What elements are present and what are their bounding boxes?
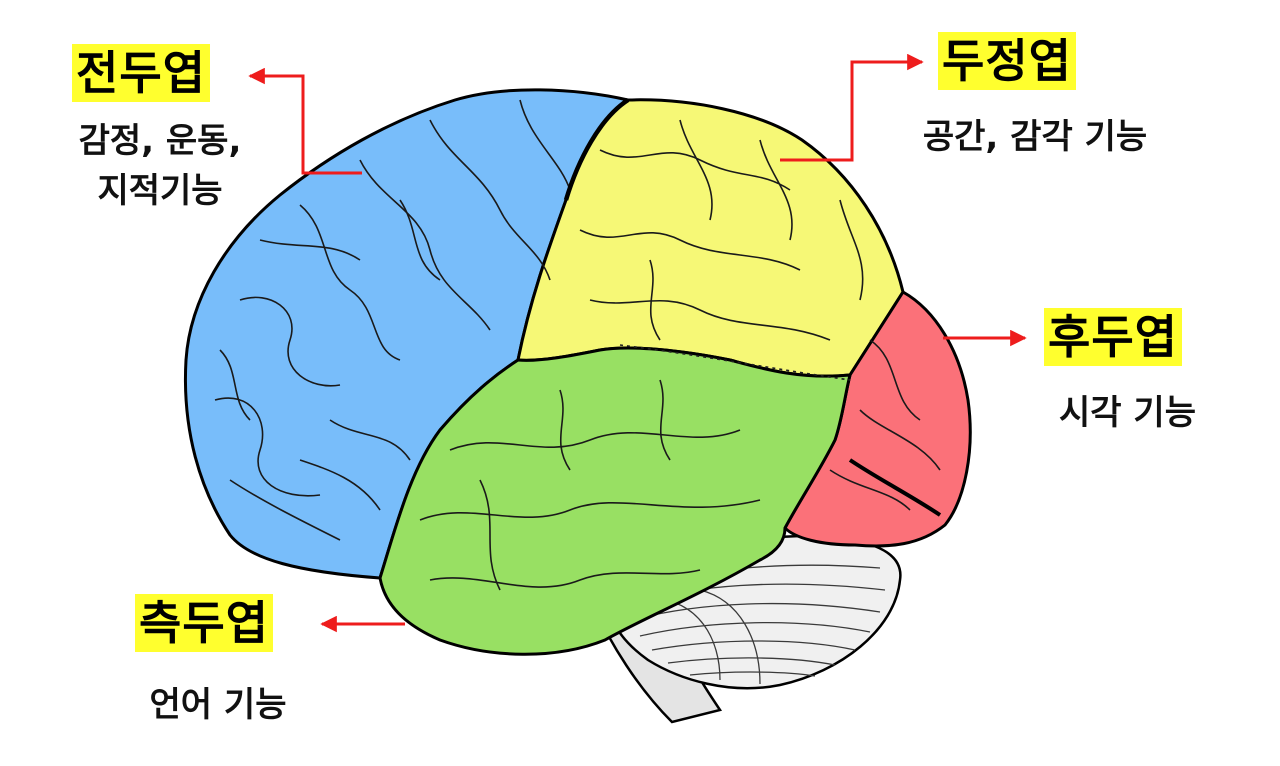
temporal-lobe	[378, 346, 852, 656]
frontal-desc-line2: 지적기능	[97, 171, 223, 211]
temporal-lobe-label: 측두엽	[135, 594, 273, 652]
lateral-sulcus-dotted	[619, 344, 851, 381]
parietal-lobe-description: 공간, 감각 기능	[922, 117, 1148, 157]
frontal-lobe-description: 감정, 운동, 지적기능	[50, 116, 270, 216]
occipital-lobe-label: 후두엽	[1044, 308, 1182, 366]
frontal-gyri	[214, 99, 571, 541]
parietal-lobe-label: 두정엽	[938, 32, 1076, 90]
frontal-lobe-label: 전두엽	[72, 44, 210, 102]
parietal-gyri	[579, 119, 864, 341]
occipital-sulcus	[848, 458, 942, 517]
temporal-gyri	[419, 379, 761, 591]
temporal-lobe-description: 언어 기능	[149, 685, 287, 725]
frontal-arrow	[248, 67, 362, 175]
occipital-lobe-description: 시각 기능	[1059, 393, 1196, 433]
parietal-arrow	[780, 53, 924, 162]
frontal-desc-line1: 감정, 운동,	[78, 121, 242, 161]
central-sulcus	[563, 98, 630, 201]
occipital-gyri	[829, 339, 941, 511]
